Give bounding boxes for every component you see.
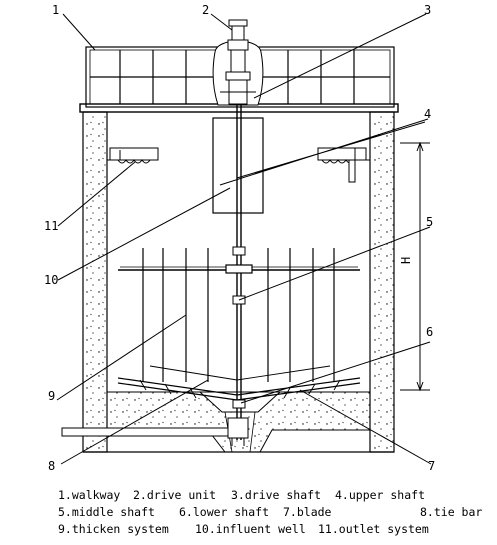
tank-structure	[82, 111, 395, 453]
callout-5: 5	[426, 215, 433, 229]
leader-lines	[56, 13, 432, 465]
tie-bar	[149, 365, 331, 381]
outlet-system	[107, 147, 370, 183]
dimension-h	[400, 141, 430, 392]
callout-2: 2	[202, 3, 209, 17]
callout-10: 10	[44, 273, 58, 287]
thicken-system	[118, 248, 360, 382]
rake-blade	[117, 377, 361, 401]
legend-item: 8.tie bar	[420, 505, 483, 519]
callout-1: 1	[52, 3, 59, 17]
underflow-pipe	[61, 417, 249, 446]
legend-item: 9.thicken system	[58, 522, 169, 536]
callout-labels: 1 2 3 4 5 6 7 8 9 10 11	[44, 3, 435, 473]
callout-6: 6	[426, 325, 433, 339]
legend-item: 11.outlet system	[318, 522, 429, 536]
legend-item: 2.drive unit	[133, 488, 217, 502]
legend-item: 6.lower shaft	[179, 505, 270, 519]
influent-well	[212, 117, 264, 214]
callout-3: 3	[424, 3, 431, 17]
legend-item: 5.middle shaft	[58, 505, 155, 519]
legend-item: 1.walkway	[58, 488, 121, 502]
callout-4: 4	[424, 107, 431, 121]
dimension-h-label: H	[399, 257, 413, 264]
drive-unit	[212, 19, 264, 106]
callout-11: 11	[44, 219, 58, 233]
legend-item: 10.influent well	[195, 522, 306, 536]
callout-8: 8	[48, 459, 55, 473]
legend-item: 7.blade	[283, 505, 332, 519]
legend-item: 4.upper shaft	[335, 488, 426, 502]
parts-legend: 1.walkway 2.drive unit 3.drive shaft 4.u…	[0, 484, 497, 541]
callout-9: 9	[48, 389, 55, 403]
callout-7: 7	[428, 459, 435, 473]
legend-item: 3.drive shaft	[231, 488, 322, 502]
